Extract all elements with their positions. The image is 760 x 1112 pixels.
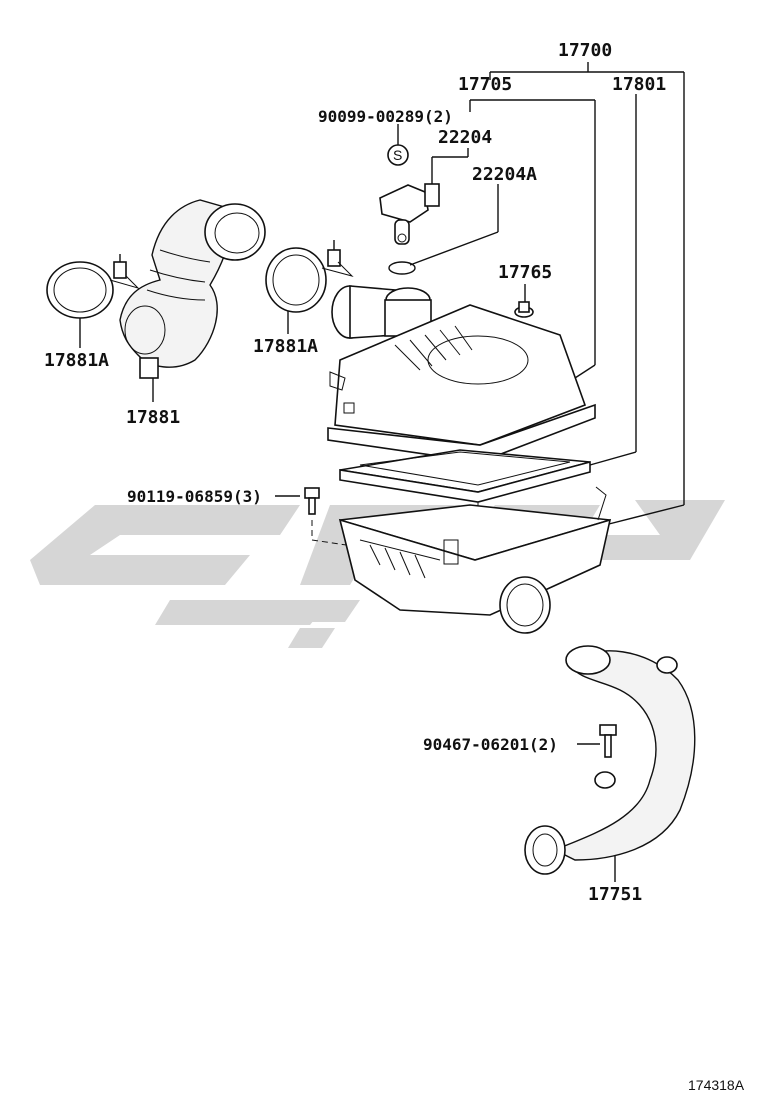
air-cleaner-cap xyxy=(327,285,596,463)
label-17700: 17700 xyxy=(558,40,612,61)
label-90467: 90467-06201(2) xyxy=(423,735,558,754)
leader-lines xyxy=(79,62,685,882)
o-ring xyxy=(388,261,416,275)
s-mark-circle xyxy=(387,144,409,166)
air-hose xyxy=(119,199,266,379)
label-90119: 90119-06859(3) xyxy=(127,487,262,506)
reference-code: 174318A xyxy=(688,1077,745,1093)
label-22204a: 22204A xyxy=(472,164,537,185)
clamp-left xyxy=(46,254,140,319)
label-17705: 17705 xyxy=(458,74,512,95)
label-22204: 22204 xyxy=(438,127,492,148)
label-17881: 17881 xyxy=(126,407,180,428)
air-filter-element xyxy=(339,449,591,518)
air-flow-sensor xyxy=(379,183,440,245)
label-17751: 17751 xyxy=(588,884,642,905)
label-17881a-left: 17881A xyxy=(44,350,109,371)
bolt-pipe xyxy=(599,724,617,758)
grommet xyxy=(514,301,534,318)
label-17801: 17801 xyxy=(612,74,666,95)
label-90099: 90099-00289(2) xyxy=(318,107,453,126)
label-17881a-right: 17881A xyxy=(253,336,318,357)
air-cleaner-case xyxy=(338,486,612,634)
label-17765: 17765 xyxy=(498,262,552,283)
clamp-right xyxy=(265,240,354,313)
s-mark-label: S xyxy=(393,147,402,163)
inlet-pipe xyxy=(524,645,696,875)
